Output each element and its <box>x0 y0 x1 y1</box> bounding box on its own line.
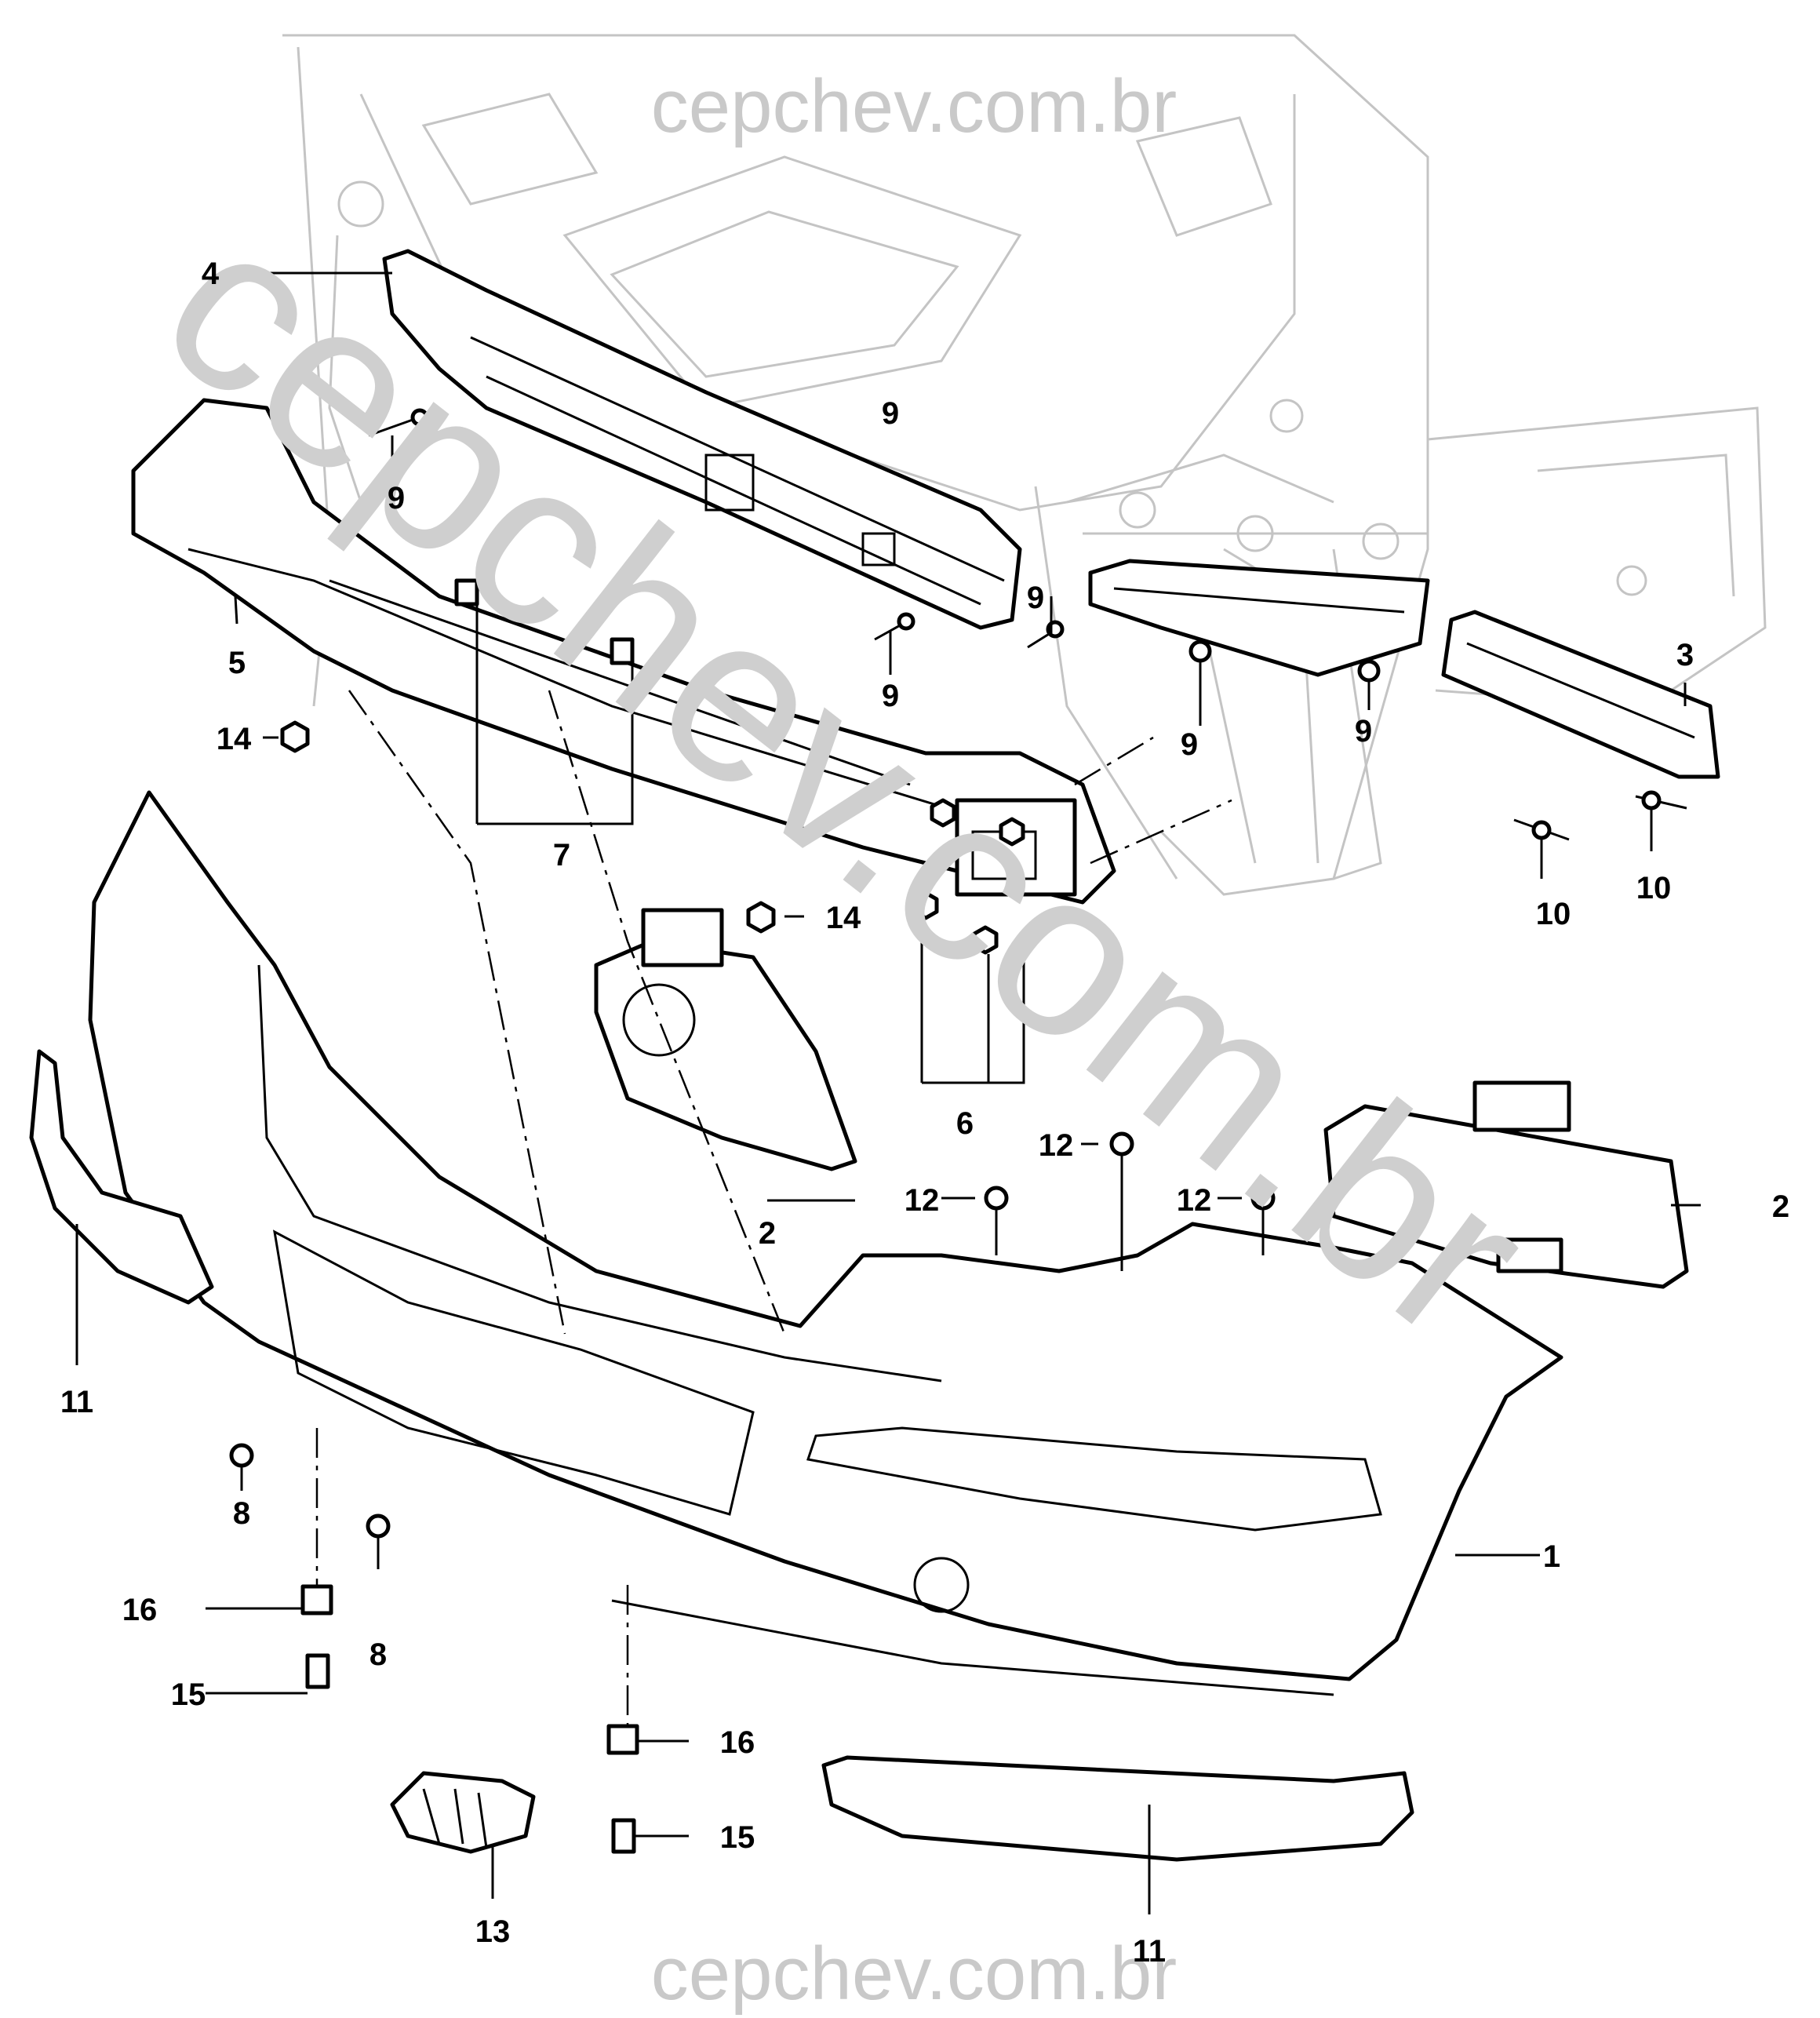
callout-12-middle: 12 <box>1039 1128 1074 1163</box>
callout-12-right: 12 <box>1177 1183 1212 1218</box>
callout-9-b: 9 <box>882 679 899 713</box>
callout-16-left: 16 <box>122 1593 158 1627</box>
callout-7: 7 <box>553 838 570 872</box>
part-2-absorber-right <box>1323 1080 1689 1289</box>
callout-13: 13 <box>475 1914 511 1949</box>
callout-16-right: 16 <box>720 1725 755 1760</box>
part-11-reflector-left <box>29 1049 214 1305</box>
callout-9-a: 9 <box>388 481 405 515</box>
callout-6: 6 <box>956 1106 974 1141</box>
callout-8-left: 8 <box>233 1496 250 1531</box>
watermark-bottom: cepchev.com.br <box>651 1932 1178 2016</box>
part-13-clip <box>390 1771 536 1854</box>
callout-1: 1 <box>1543 1539 1560 1574</box>
part-4-upper-reinforcement <box>382 249 1022 630</box>
callout-labels: 1 2 2 3 4 5 6 7 8 8 9 9 9 9 9 9 10 10 11… <box>60 257 1789 1969</box>
part-5-impact-beam <box>131 398 1116 905</box>
callout-11-left: 11 <box>60 1385 93 1419</box>
callout-11-bottom: 11 <box>1133 1934 1166 1969</box>
callout-12-left: 12 <box>905 1183 940 1218</box>
callout-9-c: 9 <box>1027 581 1044 615</box>
callout-10-right: 10 <box>1636 871 1672 905</box>
callout-14-left: 14 <box>217 722 252 756</box>
callout-9-e: 9 <box>1355 714 1372 749</box>
part-11-reflector-right <box>821 1755 1414 1862</box>
part-1-bumper-fascia <box>88 790 1563 1696</box>
callout-8-right: 8 <box>369 1637 387 1672</box>
callout-2-right: 2 <box>1772 1189 1789 1224</box>
part-2-absorber-left <box>594 908 857 1171</box>
callout-9-d: 9 <box>1181 727 1198 762</box>
callout-4: 4 <box>202 257 220 291</box>
callout-3: 3 <box>1676 638 1694 672</box>
part-3-side-bracket <box>1088 559 1720 779</box>
alignment-lines <box>315 690 1232 1726</box>
callout-15-right: 15 <box>720 1820 755 1855</box>
callout-10-left: 10 <box>1536 897 1571 931</box>
leader-lines <box>75 271 1701 1914</box>
callout-5: 5 <box>228 646 246 680</box>
callout-15-left: 15 <box>171 1677 206 1712</box>
callout-9-f: 9 <box>882 396 899 431</box>
watermark-top: cepchev.com.br <box>651 64 1178 148</box>
callout-2-left: 2 <box>759 1216 776 1251</box>
callout-14-right: 14 <box>826 901 861 935</box>
